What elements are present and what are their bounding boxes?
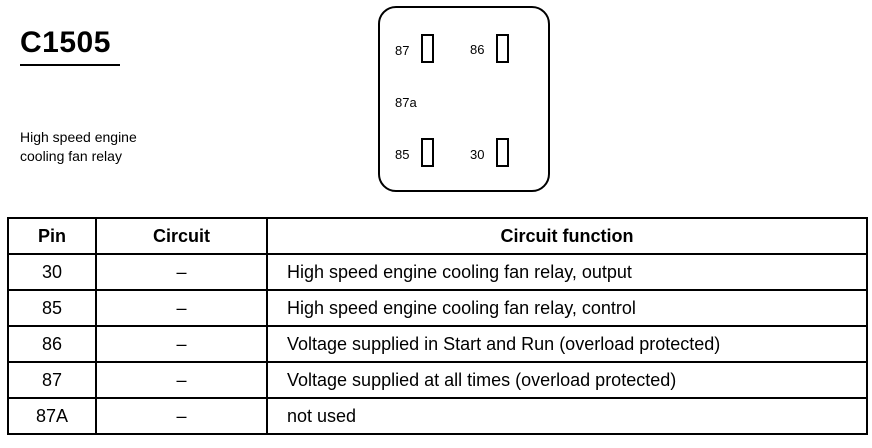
header-pin: Pin <box>7 217 97 255</box>
function-cell: High speed engine cooling fan relay, con… <box>266 289 868 327</box>
connector-description-line-1: High speed engine <box>20 129 137 145</box>
connector-description: High speed engine cooling fan relay <box>20 128 137 166</box>
pin-label-30: 30 <box>470 147 485 162</box>
table-row: 87 – Voltage supplied at all times (over… <box>7 361 868 399</box>
pin-slot-87 <box>421 34 434 63</box>
pin-slot-85 <box>421 138 434 167</box>
pin-cell: 85 <box>7 289 97 327</box>
pin-slot-30 <box>496 138 509 167</box>
function-cell: Voltage supplied at all times (overload … <box>266 361 868 399</box>
pin-cell: 87 <box>7 361 97 399</box>
pin-label-87: 87 <box>395 43 410 58</box>
table-header-row: Pin Circuit Circuit function <box>7 217 868 255</box>
pin-cell: 86 <box>7 325 97 363</box>
pin-label-86: 86 <box>470 42 485 57</box>
function-cell: High speed engine cooling fan relay, out… <box>266 253 868 291</box>
circuit-cell: – <box>95 253 268 291</box>
pin-slot-86 <box>496 34 509 63</box>
circuit-cell: – <box>95 325 268 363</box>
circuit-cell: – <box>95 397 268 435</box>
table-row: 30 – High speed engine cooling fan relay… <box>7 253 868 291</box>
pin-cell: 30 <box>7 253 97 291</box>
pin-cell: 87A <box>7 397 97 435</box>
table-row: 87A – not used <box>7 397 868 435</box>
table-row: 85 – High speed engine cooling fan relay… <box>7 289 868 327</box>
pin-function-table: Pin Circuit Circuit function 30 – High s… <box>7 217 868 435</box>
connector-description-line-2: cooling fan relay <box>20 148 122 164</box>
header-circuit: Circuit <box>95 217 268 255</box>
connector-id-underline <box>20 64 120 66</box>
pin-label-85: 85 <box>395 147 410 162</box>
circuit-cell: – <box>95 361 268 399</box>
relay-connector-face: 87 86 87a 85 30 <box>378 6 550 192</box>
circuit-cell: – <box>95 289 268 327</box>
connector-id: C1505 <box>20 26 111 59</box>
function-cell: Voltage supplied in Start and Run (overl… <box>266 325 868 363</box>
table-row: 86 – Voltage supplied in Start and Run (… <box>7 325 868 363</box>
header-circuit-function: Circuit function <box>266 217 868 255</box>
function-cell: not used <box>266 397 868 435</box>
pin-label-87a: 87a <box>395 95 417 110</box>
